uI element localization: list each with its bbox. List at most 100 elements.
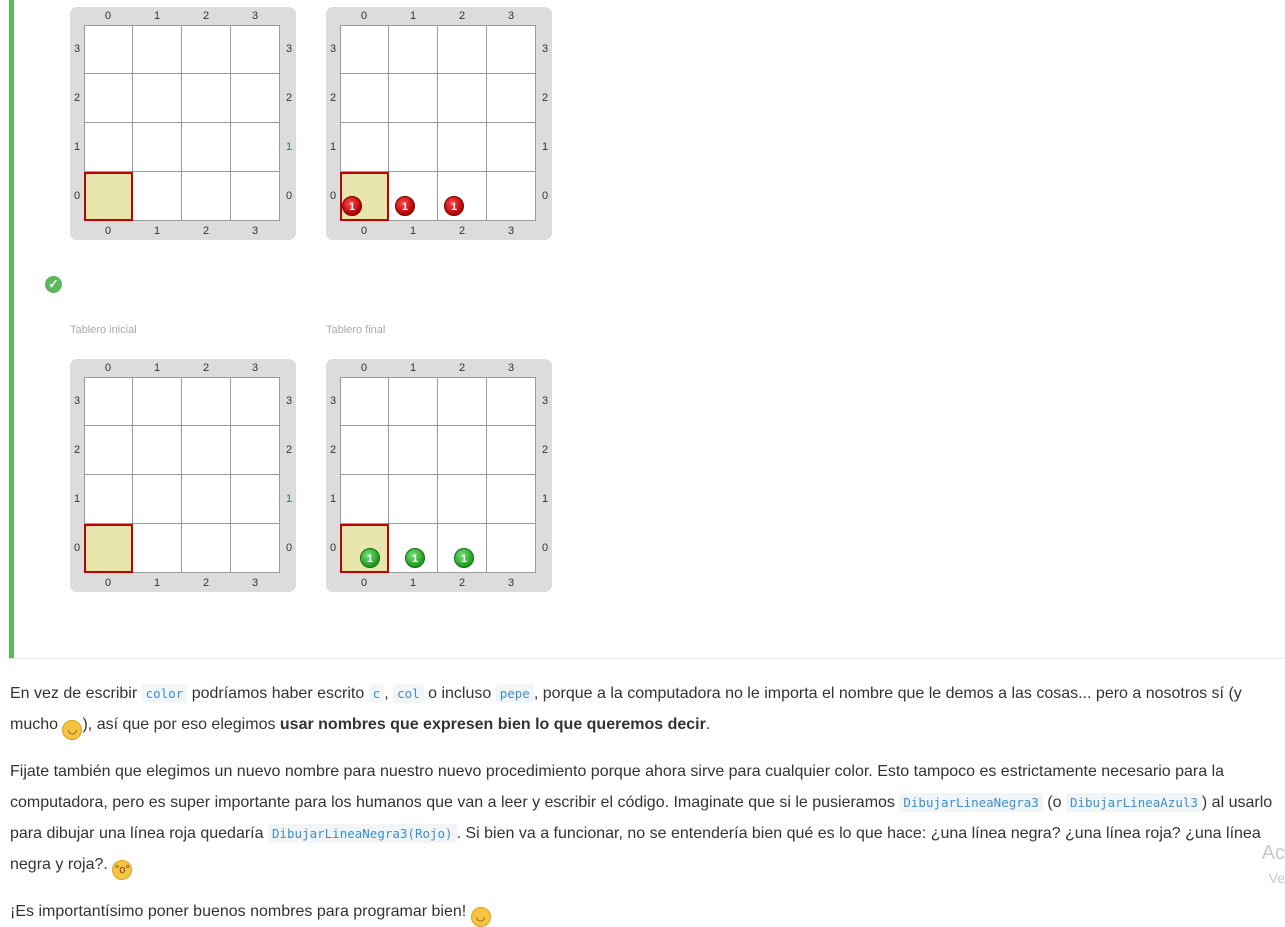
head-cell — [84, 524, 133, 573]
board-grid — [340, 377, 536, 573]
board-cell — [487, 524, 536, 573]
col-label-top: 0 — [104, 362, 112, 374]
board-cell — [84, 25, 133, 74]
row-label-right: 0 — [541, 190, 549, 202]
board-cell — [389, 74, 438, 123]
col-label-top: 0 — [104, 10, 112, 22]
col-label-bottom: 1 — [409, 577, 417, 589]
row-label-right: 0 — [541, 542, 549, 554]
code-pepe: pepe — [495, 684, 534, 703]
col-label-top: 1 — [409, 362, 417, 374]
paragraph-conclusion: ¡Es importantísimo poner buenos nombres … — [10, 896, 1282, 927]
board-cell — [487, 377, 536, 426]
board-cell — [231, 426, 280, 475]
board-cell — [389, 172, 438, 221]
board-cell — [231, 377, 280, 426]
board-cell — [487, 74, 536, 123]
col-label-top: 2 — [458, 10, 466, 22]
row-label-left: 0 — [329, 542, 337, 554]
row-label-left: 2 — [329, 444, 337, 456]
col-label-bottom: 3 — [251, 577, 259, 589]
col-label-bottom: 1 — [153, 225, 161, 237]
board-cell — [133, 25, 182, 74]
board-cell — [389, 524, 438, 573]
col-label-top: 1 — [153, 10, 161, 22]
col-label-bottom: 3 — [507, 577, 515, 589]
row-label-left: 0 — [73, 542, 81, 554]
row-label-left: 0 — [329, 190, 337, 202]
board-cell — [487, 172, 536, 221]
board-cell — [231, 25, 280, 74]
board-cell — [438, 74, 487, 123]
col-label-top: 0 — [360, 362, 368, 374]
row-label-right: 2 — [541, 92, 549, 104]
row-label-right: 3 — [285, 395, 293, 407]
row-label-left: 1 — [73, 141, 81, 153]
board-cell — [389, 377, 438, 426]
row-label-left: 2 — [73, 92, 81, 104]
board-cell — [231, 475, 280, 524]
green-ball: 1 — [405, 548, 425, 568]
board-cell — [84, 475, 133, 524]
board-cell — [133, 524, 182, 573]
board-cell — [487, 475, 536, 524]
row-label-right: 3 — [541, 395, 549, 407]
board-cell — [340, 74, 389, 123]
head-cell — [84, 172, 133, 221]
board-cell — [389, 475, 438, 524]
code-color: color — [141, 684, 188, 703]
board-cell — [231, 74, 280, 123]
board-grid — [84, 377, 280, 573]
board-cell — [389, 426, 438, 475]
board-cell — [438, 524, 487, 573]
board-cell — [340, 426, 389, 475]
code-col: col — [393, 684, 424, 703]
board-cell — [182, 475, 231, 524]
col-label-bottom: 1 — [409, 225, 417, 237]
board-cell — [438, 25, 487, 74]
row-label-left: 2 — [73, 444, 81, 456]
row-label-left: 2 — [329, 92, 337, 104]
board-cell — [133, 74, 182, 123]
board-cell — [182, 377, 231, 426]
check-circle-icon: ✓ — [45, 276, 62, 293]
board-cell — [231, 172, 280, 221]
smile-emoji-icon: ◡ — [470, 907, 491, 927]
col-label-bottom: 3 — [507, 225, 515, 237]
caption-final: Tablero final — [326, 324, 386, 336]
board-cell — [438, 172, 487, 221]
row-label-left: 3 — [329, 395, 337, 407]
board-cell — [182, 524, 231, 573]
board-cell — [133, 426, 182, 475]
board-cell — [231, 524, 280, 573]
board-cell — [133, 123, 182, 172]
activate-windows-watermark-sub: Ve — [1268, 870, 1285, 886]
board-cell — [182, 74, 231, 123]
row-label-right: 3 — [285, 43, 293, 55]
col-label-bottom: 2 — [458, 577, 466, 589]
board-cell — [487, 123, 536, 172]
board-cell — [84, 123, 133, 172]
red-ball: 1 — [444, 196, 464, 216]
row-label-right: 1 — [285, 141, 293, 153]
caption-initial: Tablero inicial — [70, 324, 137, 336]
board-cell — [438, 377, 487, 426]
code-dibujar-linea-azul3: DibujarLineaAzul3 — [1065, 793, 1202, 812]
row-label-right: 2 — [285, 92, 293, 104]
code-dibujar-linea-negra3-rojo: DibujarLineaNegra3(Rojo) — [267, 824, 457, 843]
row-label-right: 1 — [541, 493, 549, 505]
col-label-bottom: 0 — [360, 577, 368, 589]
col-label-top: 1 — [409, 10, 417, 22]
board-cell — [231, 123, 280, 172]
row-label-left: 1 — [73, 493, 81, 505]
board-cell — [438, 426, 487, 475]
row-label-left: 3 — [73, 395, 81, 407]
board-cell — [133, 172, 182, 221]
divider — [9, 658, 1285, 659]
col-label-bottom: 2 — [458, 225, 466, 237]
row-label-left: 3 — [329, 43, 337, 55]
col-label-top: 1 — [153, 362, 161, 374]
green-ball: 1 — [454, 548, 474, 568]
